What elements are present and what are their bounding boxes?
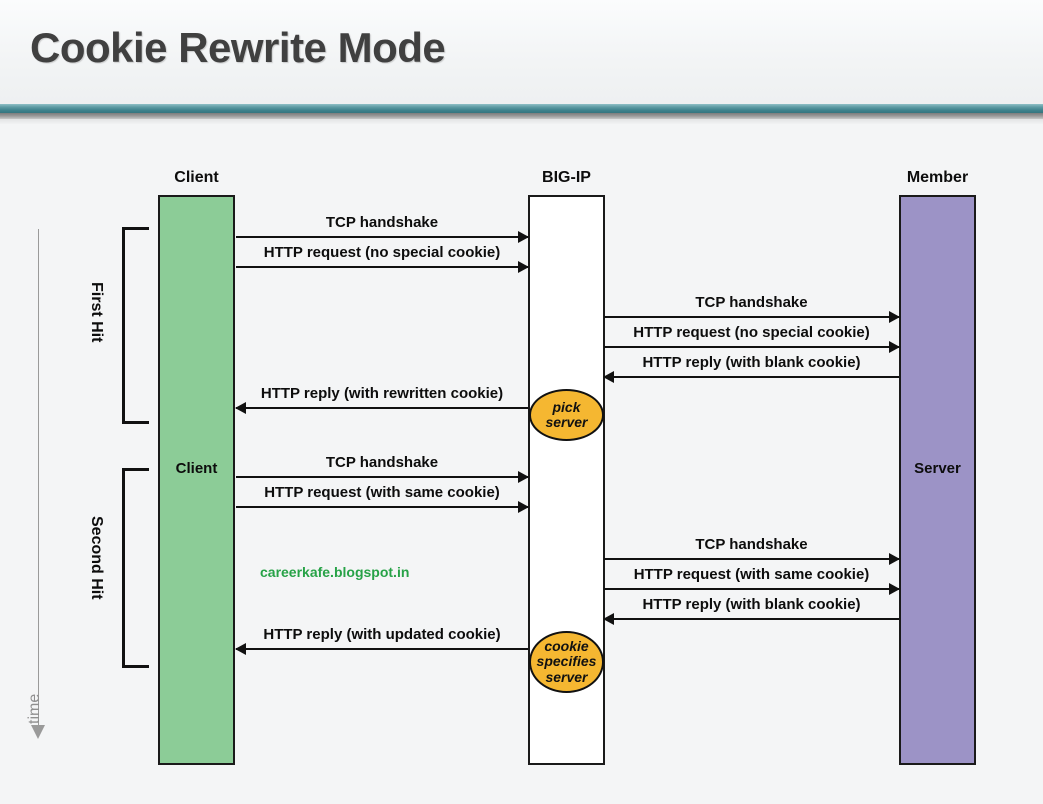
arrow-line xyxy=(236,648,528,650)
arrowhead-left-icon xyxy=(235,402,246,414)
message-label: TCP handshake xyxy=(695,536,808,553)
message-label: HTTP reply (with blank cookie) xyxy=(642,354,861,371)
time-axis-arrowhead-icon xyxy=(31,725,45,739)
phase-bracket-second-hit xyxy=(122,468,149,668)
phase-bracket-first-hit xyxy=(122,227,149,424)
arrow-line xyxy=(604,316,899,318)
decision-pick-server[interactable]: pick server xyxy=(529,389,604,441)
decision-label: cookie specifies server xyxy=(536,638,597,685)
watermark: careerkafe.blogspot.in xyxy=(260,564,410,580)
arrow-line xyxy=(604,558,899,560)
message-label: TCP handshake xyxy=(695,294,808,311)
arrowhead-right-icon xyxy=(889,341,900,353)
message-label: HTTP reply (with updated cookie) xyxy=(263,626,501,643)
slide-header: Cookie Rewrite Mode xyxy=(0,0,1043,104)
message-label: HTTP request (with same cookie) xyxy=(633,566,870,583)
decision-label: pick server xyxy=(545,398,588,430)
time-axis-line xyxy=(38,229,39,727)
arrowhead-left-icon xyxy=(603,371,614,383)
page-title: Cookie Rewrite Mode xyxy=(30,24,446,71)
arrowhead-right-icon xyxy=(889,311,900,323)
arrow-line xyxy=(236,266,528,268)
message-label: TCP handshake xyxy=(325,214,439,231)
message-label: HTTP request (no special cookie) xyxy=(263,244,501,261)
message-label: TCP handshake xyxy=(325,454,439,471)
arrowhead-right-icon xyxy=(889,553,900,565)
arrowhead-right-icon xyxy=(889,583,900,595)
phase-label-first-hit: First Hit xyxy=(88,282,105,343)
message-label: HTTP request (no special cookie) xyxy=(633,324,870,341)
arrowhead-left-icon xyxy=(235,643,246,655)
arrow-line xyxy=(236,407,528,409)
arrowhead-right-icon xyxy=(518,231,529,243)
arrow-line xyxy=(604,618,899,620)
arrow-line xyxy=(604,346,899,348)
message-label: HTTP request (with same cookie) xyxy=(264,484,500,501)
arrow-line xyxy=(604,376,899,378)
message-label: HTTP reply (with blank cookie) xyxy=(642,596,861,613)
actor-lifeline-member[interactable] xyxy=(899,195,976,765)
header-gray-rule xyxy=(0,113,1043,119)
actor-lifeline-client[interactable] xyxy=(158,195,235,765)
actor-title-bigip: BIG-IP xyxy=(542,169,591,186)
decision-cookie-specifies-server[interactable]: cookie specifies server xyxy=(529,631,604,693)
message-label: HTTP reply (with rewritten cookie) xyxy=(260,385,504,402)
actor-title-member: Member xyxy=(906,169,969,186)
actor-title-client: Client xyxy=(174,169,219,186)
header-rule-shadow xyxy=(0,119,1043,124)
arrow-line xyxy=(236,236,528,238)
arrowhead-right-icon xyxy=(518,471,529,483)
time-axis-label: time xyxy=(26,693,43,724)
arrowhead-left-icon xyxy=(603,613,614,625)
arrow-line xyxy=(604,588,899,590)
arrowhead-right-icon xyxy=(518,261,529,273)
actor-inbox-label-client: Client xyxy=(175,460,218,477)
phase-label-second-hit: Second Hit xyxy=(88,516,105,600)
arrow-line xyxy=(236,476,528,478)
arrow-line xyxy=(236,506,528,508)
arrowhead-right-icon xyxy=(518,501,529,513)
actor-inbox-label-server: Server xyxy=(914,460,961,477)
sequence-diagram: time First Hit Second Hit Client BIG-IP … xyxy=(0,124,1043,804)
header-accent-rule xyxy=(0,104,1043,113)
